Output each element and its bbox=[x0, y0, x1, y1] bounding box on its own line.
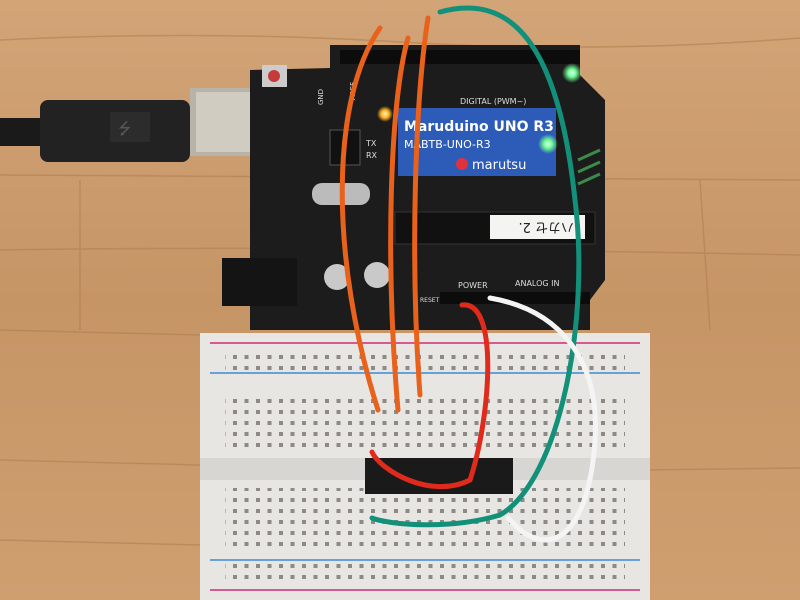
rx-label: RX bbox=[366, 151, 378, 160]
white-wire bbox=[487, 295, 598, 543]
label-model: MABTB-UNO-R3 bbox=[404, 138, 491, 151]
tx-label: TX bbox=[365, 139, 377, 148]
amber-led bbox=[377, 106, 393, 122]
green-led bbox=[538, 134, 558, 154]
svg-text:ハカセ 2.: ハカセ 2. bbox=[518, 219, 574, 234]
orange-wire bbox=[412, 15, 431, 398]
capacitor bbox=[324, 264, 350, 290]
usb-cable: ⭍ bbox=[0, 88, 285, 162]
reset-label: RESET bbox=[420, 297, 440, 304]
breadboard bbox=[200, 333, 650, 600]
capacitor bbox=[364, 262, 390, 288]
red-wire bbox=[369, 302, 491, 490]
brand-logo: marutsu bbox=[472, 158, 526, 173]
orange-wire bbox=[339, 25, 383, 413]
board-label bbox=[398, 108, 556, 176]
analog-header-label: ANALOG IN bbox=[515, 279, 560, 288]
gnd-label: GND bbox=[317, 89, 325, 105]
green-led bbox=[562, 63, 582, 83]
orange-wire bbox=[388, 35, 411, 413]
power-jack bbox=[222, 258, 297, 306]
svg-text:⭍: ⭍ bbox=[118, 119, 131, 138]
power-header-label: POWER bbox=[458, 281, 488, 290]
green-wire bbox=[369, 5, 582, 528]
jumper-wires bbox=[339, 5, 598, 543]
digital-header-label: DIGITAL (PWM~) bbox=[460, 97, 526, 106]
handwritten-note bbox=[490, 215, 585, 239]
label-title: Maruduino UNO R3 bbox=[404, 119, 554, 135]
